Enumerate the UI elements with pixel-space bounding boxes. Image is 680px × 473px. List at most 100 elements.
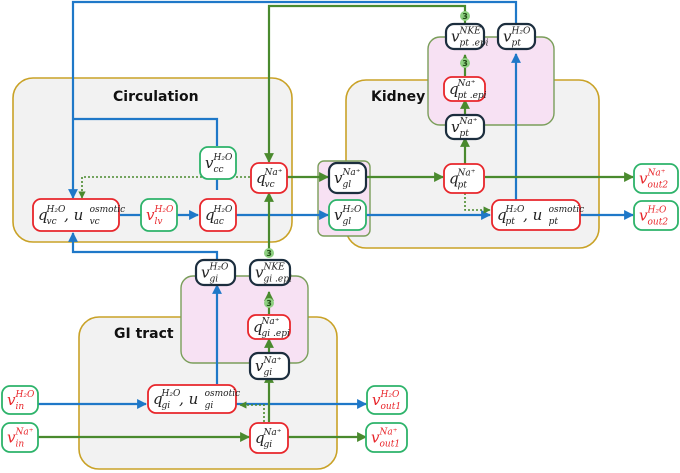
symbol: q xyxy=(153,390,163,408)
svg-text:3: 3 xyxy=(266,249,272,258)
subscript: pt xyxy=(512,39,522,49)
symbol: q xyxy=(497,206,507,224)
symbol: q xyxy=(38,206,48,224)
gi-tract-title: GI tract xyxy=(114,326,174,342)
superscript: H₂O xyxy=(161,389,181,399)
subscript: gi xyxy=(264,368,273,378)
superscript: Na⁺ xyxy=(342,168,361,178)
symbol: v xyxy=(451,28,460,46)
symbol: v xyxy=(255,357,264,375)
kidney-epithelium xyxy=(427,36,555,126)
symbol: v xyxy=(371,429,380,447)
node-box xyxy=(147,384,237,414)
node-box xyxy=(328,199,367,231)
symbol: v xyxy=(639,207,648,225)
subscript: gi .epi xyxy=(262,329,290,339)
symbol: , u xyxy=(64,206,83,224)
symbol: v xyxy=(7,391,16,409)
symbol: v xyxy=(146,206,155,224)
symbol: q xyxy=(205,206,215,224)
superscript: Na⁺ xyxy=(647,169,666,179)
superscript: Na⁺ xyxy=(457,79,476,89)
subscript: gi xyxy=(210,275,219,285)
symbol: v xyxy=(7,429,16,447)
kidney-title: Kidney xyxy=(371,89,425,105)
node-box xyxy=(366,385,408,415)
superscript: Na⁺ xyxy=(263,356,282,366)
symbol: q xyxy=(449,170,459,188)
symbol: q xyxy=(253,318,263,336)
stoichiometry-badge: 3 xyxy=(264,248,274,258)
node-box xyxy=(1,422,39,453)
gi-epithelium xyxy=(180,275,309,364)
subscript: gi xyxy=(264,440,273,450)
symbol: q xyxy=(449,80,459,98)
superscript: NKE xyxy=(459,27,482,37)
symbol: v xyxy=(334,169,343,187)
node-box xyxy=(140,198,178,232)
node-q-gi-na: qNa⁺gi xyxy=(249,422,289,454)
symbol: v xyxy=(451,118,460,136)
node-box xyxy=(491,199,581,231)
subscript: gi .epi xyxy=(264,275,292,285)
node-box xyxy=(249,422,289,454)
symbol: v xyxy=(639,170,648,188)
symbol: , u xyxy=(523,206,542,224)
node-box xyxy=(496,22,537,51)
node-q-gi-epi-na: qNa⁺gi .epi xyxy=(247,314,291,340)
subscript: lv xyxy=(155,217,163,227)
subscript: gi xyxy=(162,401,171,411)
symbol: , u xyxy=(179,390,198,408)
superscript: osmotic xyxy=(549,205,585,215)
subscript: out1 xyxy=(380,440,401,450)
superscript: Na⁺ xyxy=(459,117,478,127)
svg-text:3: 3 xyxy=(462,59,468,68)
subscript: gi xyxy=(205,401,214,411)
superscript: Na⁺ xyxy=(264,168,283,178)
superscript: H₂O xyxy=(505,205,525,215)
subscript: in xyxy=(16,440,25,450)
superscript: osmotic xyxy=(90,205,126,215)
node-box xyxy=(248,351,291,381)
subscript: cc xyxy=(214,165,224,175)
subscript: pt xyxy=(458,181,468,191)
node-box xyxy=(365,422,408,453)
subscript: pt xyxy=(460,129,470,139)
symbol: v xyxy=(334,206,343,224)
subscript: vc xyxy=(47,217,57,227)
superscript: H₂O xyxy=(15,390,35,400)
node-box xyxy=(444,22,486,51)
symbol: v xyxy=(255,264,264,282)
stoichiometry-badge: 3 xyxy=(460,58,470,68)
subscript: out2 xyxy=(648,181,669,191)
subscript: pt .epi xyxy=(460,39,489,49)
superscript: H₂O xyxy=(380,390,400,400)
symbol: v xyxy=(372,391,381,409)
superscript: H₂O xyxy=(209,263,229,273)
node-box xyxy=(443,163,485,194)
node-box xyxy=(633,163,679,194)
superscript: H₂O xyxy=(46,205,66,215)
subscript: out1 xyxy=(381,402,402,412)
superscript: H₂O xyxy=(154,205,174,215)
svg-text:3: 3 xyxy=(266,299,272,308)
superscript: osmotic xyxy=(205,389,241,399)
circulation-title: Circulation xyxy=(113,89,199,105)
symbol: v xyxy=(503,28,512,46)
